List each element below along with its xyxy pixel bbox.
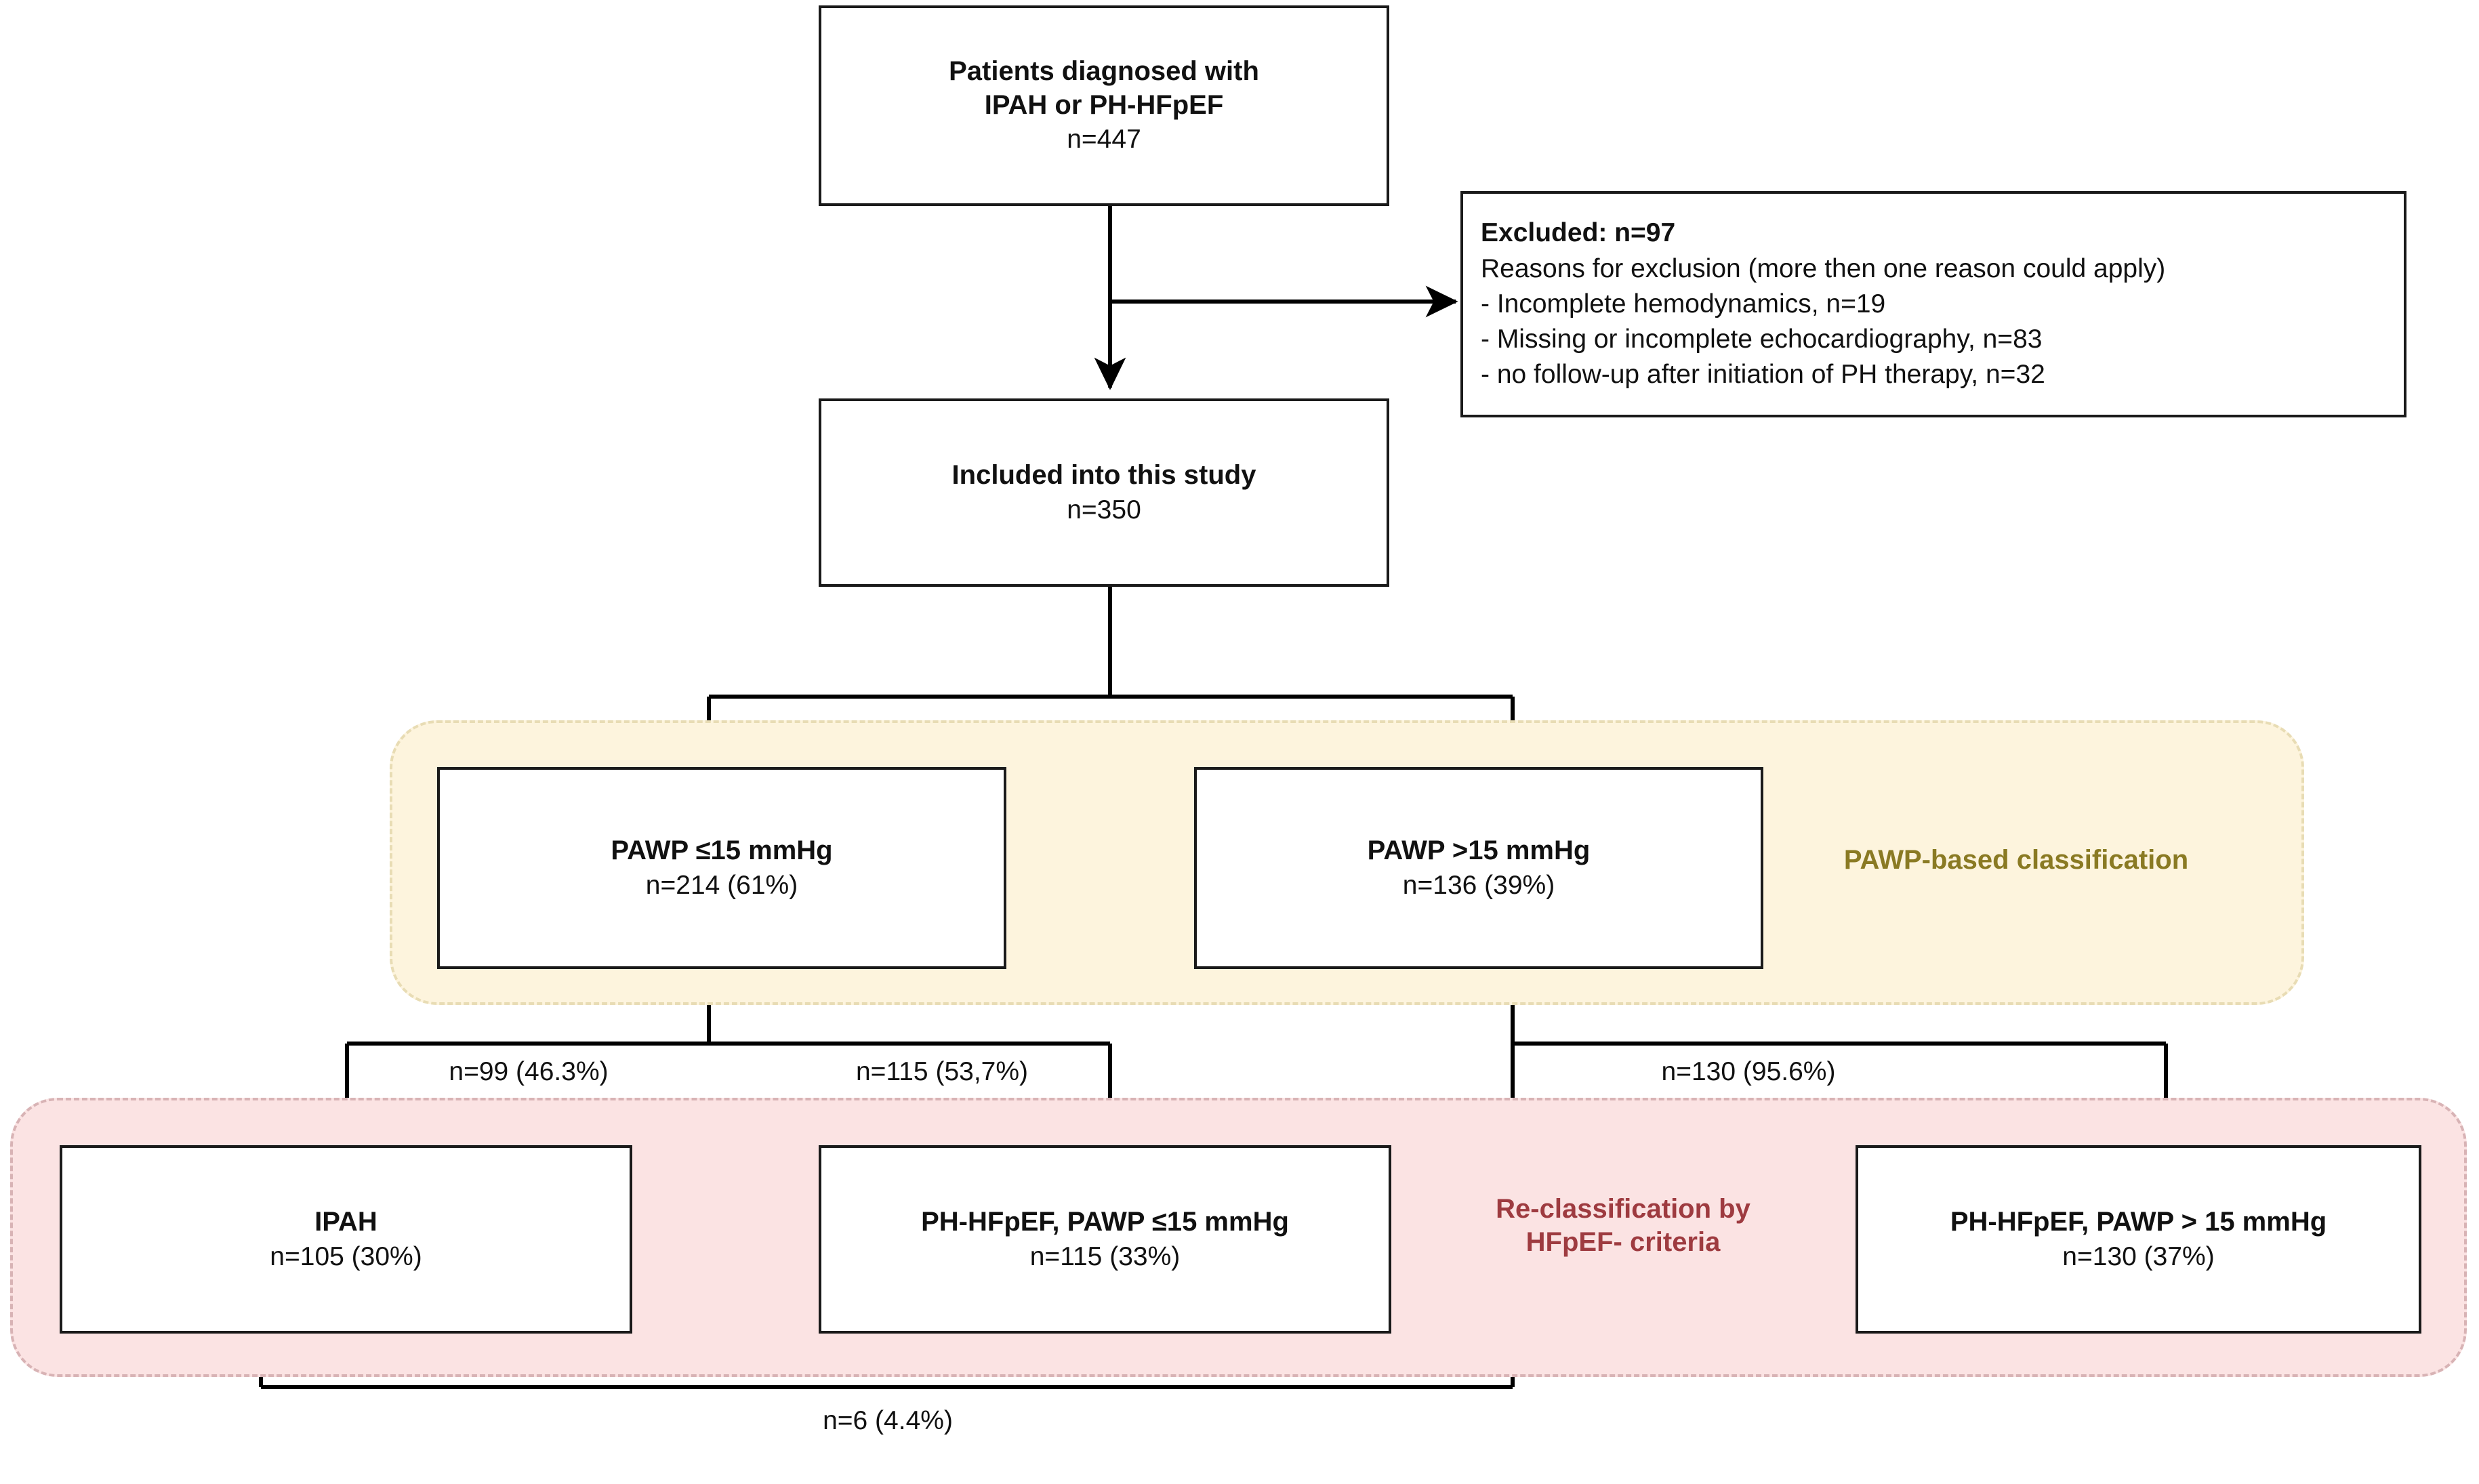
node-hfpef-low: PH-HFpEF, PAWP ≤15 mmHg n=115 (33%) bbox=[819, 1145, 1391, 1334]
band-label-pawp-classification: PAWP-based classification bbox=[1843, 845, 2189, 875]
node-included-into-study: Included into this study n=350 bbox=[819, 398, 1389, 587]
node-pawp-low-title: PAWP ≤15 mmHg bbox=[611, 836, 833, 866]
node-patients-diagnosed-title: Patients diagnosed with IPAH or PH-HFpEF bbox=[949, 56, 1259, 120]
node-excluded-reason-1: - Incomplete hemodynamics, n=19 bbox=[1481, 289, 1886, 318]
band-label-reclassification: Re-classification by HFpEF- criteria bbox=[1496, 1194, 1750, 1257]
edge-label-high-to-ipah: n=6 (4.4%) bbox=[823, 1406, 953, 1435]
node-pawp-high: PAWP >15 mmHg n=136 (39%) bbox=[1194, 767, 1763, 969]
node-hfpef-high: PH-HFpEF, PAWP > 15 mmHg n=130 (37%) bbox=[1856, 1145, 2421, 1334]
edge-label-low-to-ipah: n=99 (46.3%) bbox=[449, 1057, 609, 1086]
node-patients-diagnosed: Patients diagnosed with IPAH or PH-HFpEF… bbox=[819, 5, 1389, 206]
node-hfpef-low-count: n=115 (33%) bbox=[1029, 1241, 1181, 1271]
node-hfpef-high-title: PH-HFpEF, PAWP > 15 mmHg bbox=[1950, 1207, 2327, 1237]
node-pawp-high-title: PAWP >15 mmHg bbox=[1367, 836, 1591, 866]
node-pawp-low: PAWP ≤15 mmHg n=214 (61%) bbox=[437, 767, 1006, 969]
edge-label-low-to-hfpef-low: n=115 (53,7%) bbox=[855, 1057, 1029, 1086]
node-pawp-low-count: n=214 (61%) bbox=[645, 870, 798, 900]
node-excluded: Excluded: n=97 Reasons for exclusion (mo… bbox=[1460, 191, 2406, 417]
node-hfpef-low-title: PH-HFpEF, PAWP ≤15 mmHg bbox=[921, 1207, 1289, 1237]
node-ipah: IPAH n=105 (30%) bbox=[60, 1145, 632, 1334]
node-excluded-heading: Excluded: n=97 bbox=[1481, 218, 1676, 248]
node-excluded-reason-2: - Missing or incomplete echocardiography… bbox=[1481, 325, 2043, 354]
node-included-into-study-count: n=350 bbox=[1067, 495, 1141, 524]
edge-label-high-to-hfpef-high: n=130 (95.6%) bbox=[1661, 1057, 1836, 1086]
node-ipah-title: IPAH bbox=[314, 1207, 377, 1237]
node-included-into-study-title: Included into this study bbox=[951, 460, 1256, 491]
node-excluded-reason-3: - no follow-up after initiation of PH th… bbox=[1481, 360, 2045, 390]
node-ipah-count: n=105 (30%) bbox=[270, 1241, 422, 1271]
node-pawp-high-count: n=136 (39%) bbox=[1402, 870, 1555, 900]
node-patients-diagnosed-count: n=447 bbox=[1067, 125, 1141, 154]
node-hfpef-high-count: n=130 (37%) bbox=[2062, 1241, 2215, 1271]
node-excluded-subheading: Reasons for exclusion (more then one rea… bbox=[1481, 253, 2166, 283]
